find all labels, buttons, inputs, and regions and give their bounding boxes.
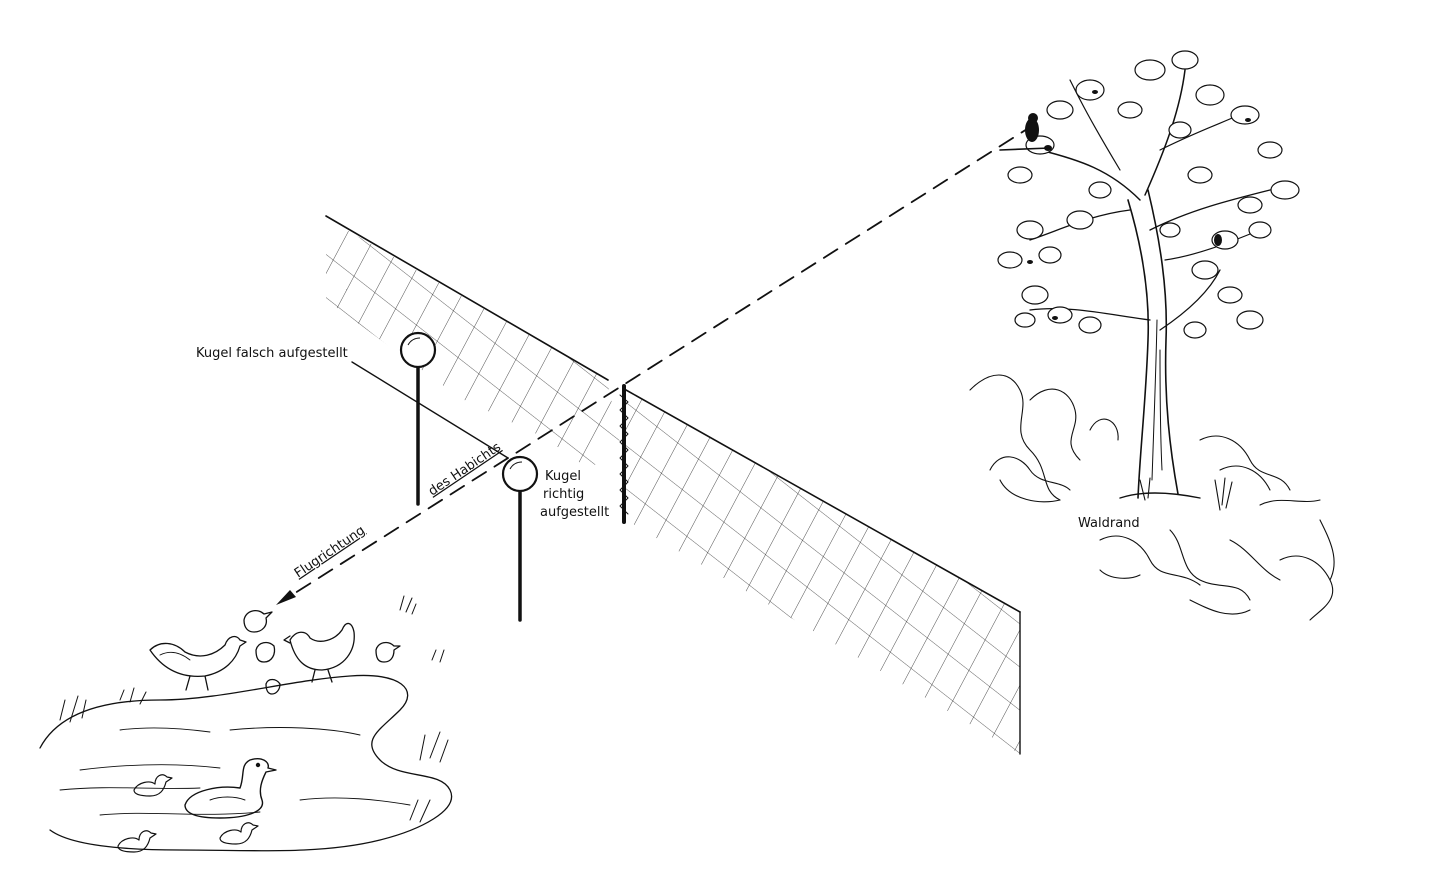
hawk-icon (999, 113, 1051, 151)
net-right (619, 384, 1021, 755)
label-forest-edge: Waldrand (1078, 516, 1140, 531)
net-left (325, 215, 620, 470)
ball-wrong (399, 331, 437, 506)
arrow-head-icon (276, 590, 296, 605)
label-ball-wrong: Kugel falsch aufgestellt (196, 346, 348, 361)
label-flight-direction: Flugrichtung (292, 523, 368, 581)
flight-path (276, 123, 1036, 605)
chickens (119, 595, 445, 705)
label-ball-right-line1: Kugel (545, 469, 581, 484)
tree (997, 50, 1300, 499)
hen-icon (149, 635, 247, 691)
chick-icon (243, 609, 401, 695)
ball-right (501, 455, 539, 622)
duckling-icon (117, 774, 259, 853)
label-ball-right-line3: aufgestellt (540, 505, 609, 520)
label-of-the-hawk: des Habichts (426, 440, 504, 500)
pond (39, 674, 453, 852)
duck-adult-icon (184, 758, 277, 819)
label-ball-right-line2: richtig (543, 487, 584, 502)
hen-icon (283, 622, 355, 683)
undergrowth (969, 374, 1335, 621)
